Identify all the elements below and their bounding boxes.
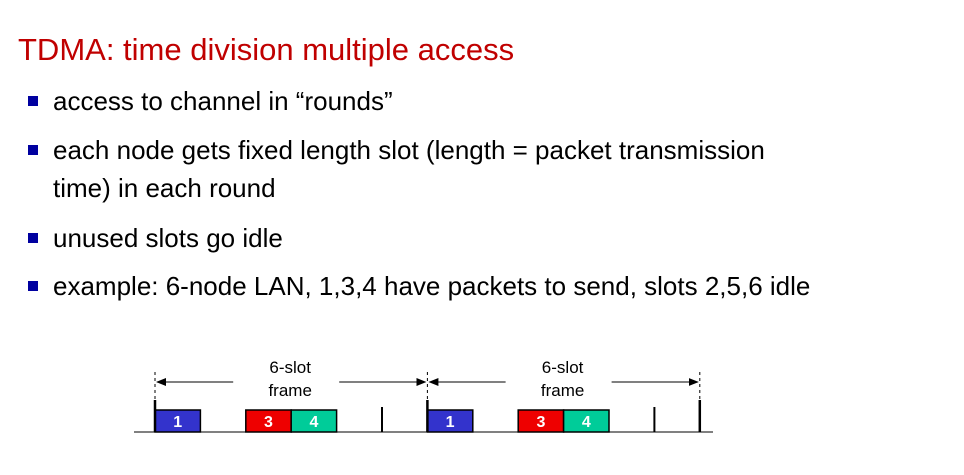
bullet-text: example: 6-node LAN, 1,3,4 have packets … <box>53 271 811 301</box>
slot-label: 3 <box>264 414 273 431</box>
bullet-square-icon <box>28 145 38 155</box>
bullet-square-icon <box>28 96 38 106</box>
slide-title: TDMA: time division multiple access <box>18 32 515 67</box>
bullet-text: access to channel in “rounds” <box>53 86 393 116</box>
frame-label: 6-slot <box>269 358 311 377</box>
frame-label: frame <box>541 381 584 400</box>
slot-4-packet <box>562 409 610 433</box>
slot-label: 1 <box>446 414 455 431</box>
bullet-item: each node gets fixed length slot (length… <box>28 131 765 207</box>
bullet-item: access to channel in “rounds” <box>28 82 393 120</box>
bullet-square-icon <box>28 281 38 291</box>
frame-label: frame <box>268 381 311 400</box>
slot-label: 1 <box>173 414 182 431</box>
slot-label: 4 <box>309 414 318 431</box>
bullet-text: unused slots go idle <box>53 223 283 253</box>
bullet-text-continued: time) in each round <box>53 173 276 203</box>
slot-label: 3 <box>536 414 545 431</box>
bullet-item: unused slots go idle <box>28 219 283 257</box>
slot-4-packet <box>290 409 338 433</box>
bullet-text: each node gets fixed length slot (length… <box>53 135 765 165</box>
bullet-square-icon <box>28 233 38 243</box>
slot-label: 4 <box>582 414 591 431</box>
bullet-item: example: 6-node LAN, 1,3,4 have packets … <box>28 267 810 305</box>
frame-label: 6-slot <box>542 358 584 377</box>
